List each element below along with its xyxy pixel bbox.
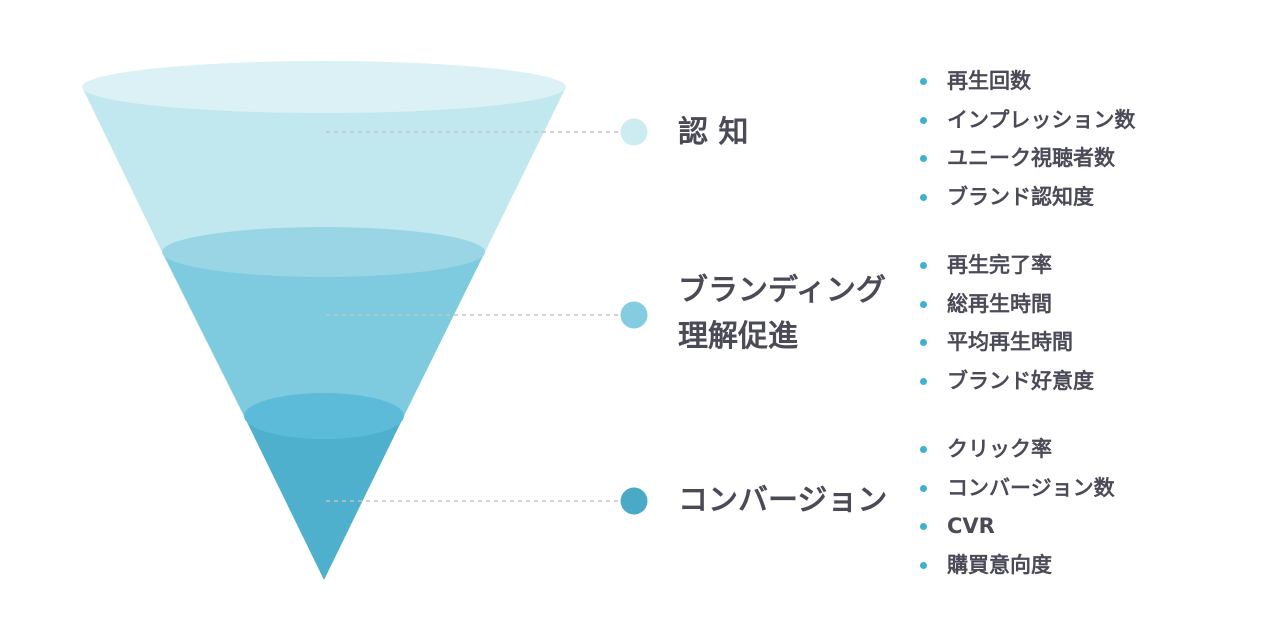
metric-label: 再生回数: [947, 69, 1031, 93]
funnel-band-branding-top: [162, 227, 485, 277]
stage-label-line: 認 知: [678, 115, 749, 150]
metric-label: ユニーク視聴者数: [947, 146, 1115, 170]
stage-label-line: 理解促進: [678, 319, 798, 354]
bullet-icon: [920, 193, 927, 201]
funnel-top-ellipse: [82, 61, 566, 113]
metric-label: クリック率: [947, 437, 1052, 461]
bullet-icon: [920, 78, 927, 85]
bullet-icon: [920, 262, 927, 269]
bullet-icon: [920, 339, 927, 346]
metric-label: ブランド好意度: [947, 368, 1094, 393]
list-item: 再生完了率: [918, 246, 1094, 285]
bullet-icon: [920, 155, 927, 162]
metric-label: 総再生時間: [947, 291, 1052, 316]
stage-dot-awareness: [620, 118, 648, 146]
list-item: クリック率: [918, 430, 1115, 469]
list-item: ブランド好意度: [918, 362, 1094, 401]
metric-label: 購買意向度: [947, 552, 1052, 577]
funnel-band-conversion: [244, 416, 404, 580]
bullet-icon: [920, 377, 927, 385]
list-item: ブランド認知度: [918, 178, 1135, 217]
funnel-band-branding: [162, 252, 485, 416]
stage-label-line: ブランディング: [678, 273, 886, 308]
list-item: CVR: [918, 507, 1115, 546]
metric-list-branding: 再生完了率 総再生時間 平均再生時間 ブランド好意度: [918, 246, 1094, 400]
metric-label: 再生完了率: [947, 253, 1052, 277]
bullet-icon: [920, 300, 927, 308]
list-item: コンバージョン数: [918, 469, 1115, 508]
stage-dot-branding: [620, 301, 648, 329]
stage-label-conversion: コンバージョン: [678, 478, 887, 524]
funnel-band-awareness: [82, 87, 566, 252]
stage-label-line: コンバージョン: [678, 483, 888, 518]
funnel-band-conversion-top: [244, 393, 404, 439]
metric-label: CVR: [947, 514, 995, 538]
metric-list-conversion: クリック率 コンバージョン数 CVR 購買意向度: [918, 430, 1115, 584]
list-item: 総再生時間: [918, 285, 1094, 324]
metric-list-awareness: 再生回数 インプレッション数 ユニーク視聴者数 ブランド認知度: [918, 62, 1135, 216]
metric-label: ブランド認知度: [947, 184, 1094, 209]
list-item: インプレッション数: [918, 101, 1135, 140]
bullet-icon: [920, 561, 927, 569]
bullet-icon: [920, 523, 927, 530]
metric-label: コンバージョン数: [947, 475, 1115, 500]
list-item: 購買意向度: [918, 546, 1115, 585]
list-item: ユニーク視聴者数: [918, 139, 1135, 178]
stage-label-branding: ブランディング 理解促進: [678, 268, 886, 360]
bullet-icon: [920, 446, 927, 453]
stage-dot-conversion: [620, 487, 648, 515]
bullet-icon: [920, 116, 927, 124]
stage-label-awareness: 認 知: [678, 110, 748, 156]
list-item: 平均再生時間: [918, 323, 1094, 362]
metric-label: インプレッション数: [947, 107, 1136, 132]
metric-label: 平均再生時間: [947, 330, 1073, 354]
bullet-icon: [920, 484, 927, 492]
list-item: 再生回数: [918, 62, 1135, 101]
